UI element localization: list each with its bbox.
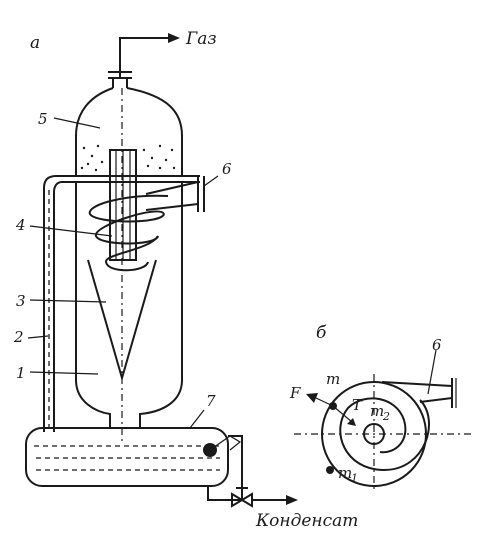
callout-3: 3 — [16, 292, 26, 310]
panel-b-label: б — [316, 323, 327, 343]
tension-label: T — [352, 396, 363, 414]
vessel-wall — [75, 182, 183, 428]
mass-1-subscript: 1 — [351, 472, 358, 485]
callout-1: 1 — [16, 364, 26, 382]
callouts-a: 5 6 4 3 2 1 7 — [13, 110, 232, 429]
force-label: F — [289, 384, 301, 402]
upper-chamber — [62, 87, 200, 183]
return-pipe — [43, 175, 76, 432]
callout-7: 7 — [206, 392, 216, 410]
callout-5: 5 — [38, 110, 48, 128]
panel-a-label: а — [30, 33, 40, 53]
cross-section — [294, 374, 472, 492]
callouts-b: 6 F m T m 2 m 1 — [289, 336, 442, 485]
mass-2-label: m — [370, 402, 384, 420]
mass-2-subscript: 2 — [382, 410, 390, 423]
drain-valve — [207, 486, 298, 508]
mass-1-label: m — [338, 464, 352, 482]
gas-tubes — [109, 149, 137, 261]
gas-outlet — [108, 33, 180, 88]
mass-label-top: m — [326, 370, 340, 388]
gas-label: Газ — [185, 29, 217, 49]
callout-2: 2 — [13, 328, 24, 346]
inlet-nozzle — [145, 176, 205, 212]
spiral — [88, 194, 169, 272]
callout-4: 4 — [15, 216, 26, 234]
callout-b-6: 6 — [432, 336, 442, 354]
condensate-label: Конденсат — [255, 511, 358, 531]
condensate-drum — [25, 427, 243, 501]
callout-6: 6 — [222, 160, 232, 178]
